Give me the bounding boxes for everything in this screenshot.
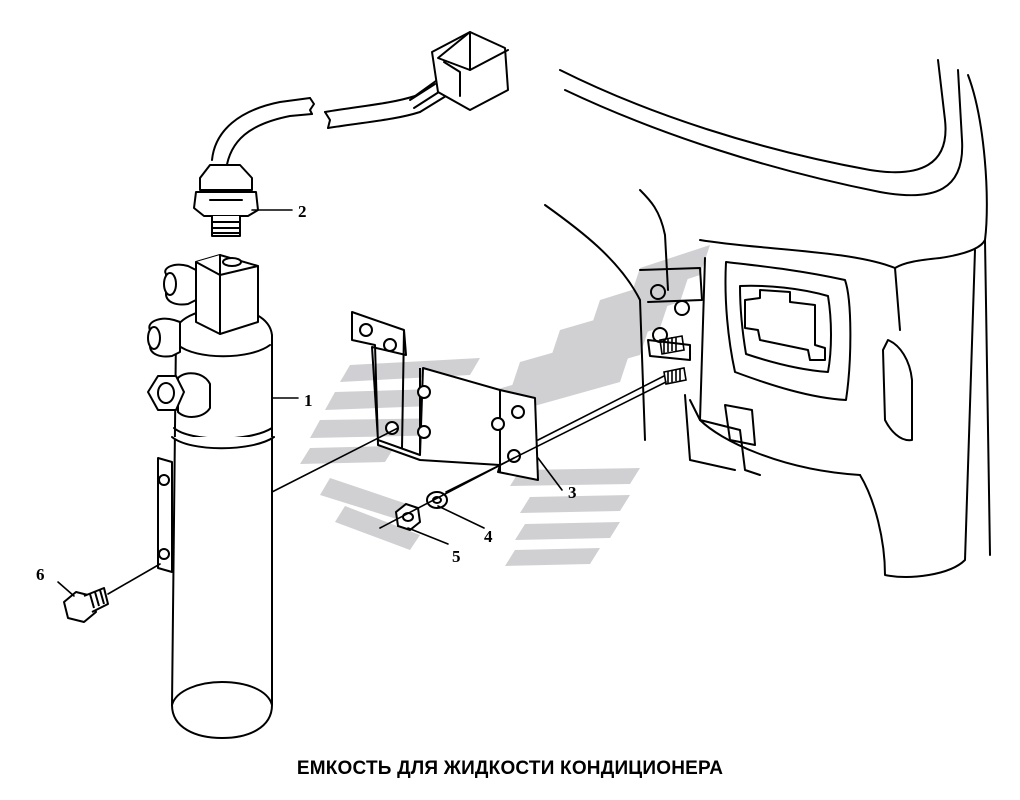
callout-3: 3 xyxy=(568,483,577,502)
leader-lines xyxy=(57,209,667,597)
callout-1: 1 xyxy=(304,391,313,410)
callout-6: 6 xyxy=(36,565,45,584)
diagram-caption: ЕМКОСТЬ ДЛЯ ЖИДКОСТИ КОНДИЦИОНЕРА xyxy=(296,758,724,779)
receiver-dryer-part-1 xyxy=(147,254,275,739)
callout-5: 5 xyxy=(452,547,461,566)
pressure-switch-part-2 xyxy=(193,31,509,237)
callout-2: 2 xyxy=(298,202,307,221)
bolt-part-6 xyxy=(63,587,109,623)
bracket-part-3 xyxy=(351,311,539,481)
callout-4: 4 xyxy=(484,527,493,546)
mounting-studs xyxy=(659,335,687,385)
watermark-logo xyxy=(300,245,710,566)
vehicle-body xyxy=(544,59,991,578)
